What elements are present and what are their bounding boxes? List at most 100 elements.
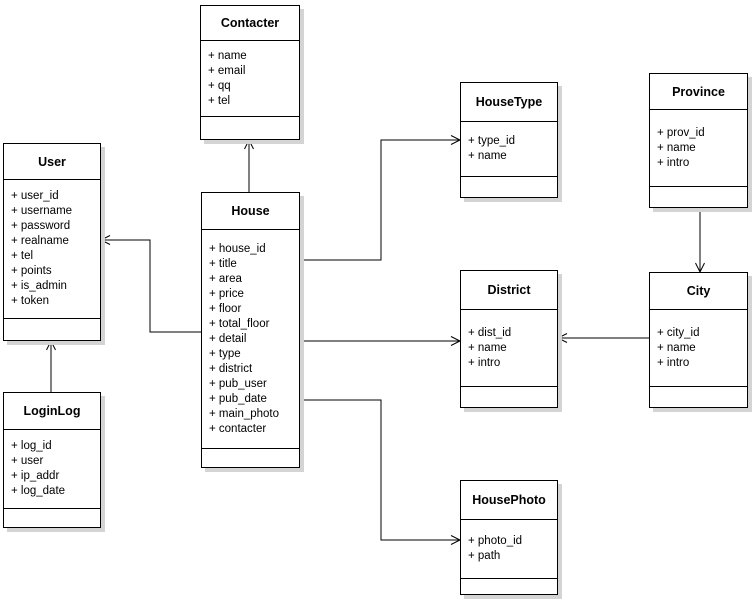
attribute: + email <box>208 64 246 77</box>
attribute: + type_id <box>468 135 515 147</box>
attribute: + tel <box>208 94 231 107</box>
entity-empty-compartment <box>650 386 747 407</box>
attribute: + title <box>209 257 237 270</box>
entity-empty-compartment <box>461 386 557 407</box>
entity-attribute-list: + type_id + name <box>461 122 557 176</box>
entity-empty-compartment <box>202 448 299 467</box>
entity-title: Contacter <box>201 6 299 41</box>
house-to-housephoto-edge <box>300 399 462 545</box>
entity-province[interactable]: Province + prov_id+ name+ intro <box>649 73 748 208</box>
entity-city[interactable]: City + city_id + name + intro <box>649 272 748 408</box>
entity-body: Province + prov_id+ name+ intro <box>649 73 748 208</box>
entity-empty-compartment <box>4 318 100 340</box>
entity-empty-compartment <box>4 508 100 527</box>
entity-attribute-list: + city_id + name + intro <box>650 310 747 386</box>
open-arrowhead-icon <box>450 336 462 346</box>
attribute: + token <box>11 295 50 307</box>
entity-contacter[interactable]: Contacter + name + email + qq + tel <box>200 5 300 140</box>
open-arrowhead-icon <box>695 262 705 274</box>
attribute: + main_photo <box>209 407 280 420</box>
open-arrowhead-icon <box>244 138 254 150</box>
attribute: + user <box>11 455 44 467</box>
entity-title: LoginLog <box>4 393 100 430</box>
entity-body: House + house_id+ title+ area+ price+ fl… <box>201 192 300 468</box>
entity-attribute-list: + name + email + qq + tel <box>201 41 299 116</box>
entity-body: LoginLog + log_id + user + ip_addr + log_da… <box>3 392 101 528</box>
entity-title: User <box>4 144 100 180</box>
house-to-user-edge <box>99 235 201 333</box>
entity-attribute-list: + log_id + user + ip_addr + log_date <box>4 430 100 508</box>
entity-house[interactable]: House + house_id+ title+ area+ price+ fl… <box>201 192 300 468</box>
attribute: + pub_user <box>209 377 267 390</box>
attribute: + dist_id <box>468 326 512 339</box>
entity-body: Contacter + name + email + qq + tel <box>200 5 300 140</box>
attribute: + total_floor <box>209 317 270 330</box>
attribute: + intro <box>657 356 690 369</box>
attribute: + realname <box>11 235 69 247</box>
attribute: + city_id <box>657 326 700 339</box>
open-arrowhead-icon <box>556 333 568 343</box>
entity-attribute-list: + house_id+ title+ area+ price+ floor+ t… <box>202 230 299 448</box>
city-to-district-edge <box>556 333 649 343</box>
entity-empty-compartment <box>461 578 557 594</box>
attribute: + password <box>11 220 71 232</box>
attribute: + area <box>209 272 242 285</box>
attribute: + log_id <box>11 440 52 452</box>
entity-body: City + city_id + name + intro <box>649 272 748 408</box>
attribute: + name <box>208 49 247 62</box>
entity-empty-compartment <box>201 116 299 139</box>
attribute: + user_id <box>11 190 59 202</box>
open-arrowhead-icon <box>46 339 56 351</box>
attribute: + path <box>468 550 501 562</box>
entity-title: HousePhoto <box>461 481 557 520</box>
entity-body: District + dist_id + name + intro <box>460 270 558 408</box>
loginlog-to-user-edge <box>46 339 56 392</box>
attribute: + type <box>209 347 241 360</box>
attribute: + name <box>468 341 507 354</box>
house-to-district-edge <box>300 336 462 346</box>
attribute: + photo_id <box>468 535 523 547</box>
entity-title: City <box>650 273 747 310</box>
entity-district[interactable]: District + dist_id + name + intro <box>460 270 558 408</box>
entity-loginlog[interactable]: LoginLog + log_id + user + ip_addr + log_da… <box>3 392 101 528</box>
entity-user[interactable]: User + user_id + username + password + real… <box>3 143 101 341</box>
attribute: + pub_date <box>209 392 267 405</box>
entity-attribute-list: + dist_id + name + intro <box>461 310 557 386</box>
entity-title: HouseType <box>461 83 557 122</box>
attribute: + floor <box>209 302 242 315</box>
attribute: + username <box>11 205 73 217</box>
entity-title: Province <box>650 74 747 110</box>
house-to-contacter-edge <box>244 138 254 192</box>
attribute: + log_date <box>11 485 66 497</box>
entity-body: User + user_id + username + password + real… <box>3 143 101 341</box>
entity-empty-compartment <box>461 176 557 197</box>
attribute: + ip_addr <box>11 470 60 482</box>
attribute: + intro <box>468 356 501 369</box>
entity-empty-compartment <box>650 186 747 207</box>
open-arrowhead-icon <box>450 135 462 145</box>
entity-housephoto[interactable]: HousePhoto + photo_id + path <box>460 480 558 595</box>
attribute: + district <box>209 362 253 375</box>
attribute: + intro <box>657 156 690 169</box>
attribute: + name <box>468 150 507 162</box>
attribute: + house_id <box>209 242 266 255</box>
entity-title: House <box>202 193 299 230</box>
attribute: + prov_id <box>657 126 705 139</box>
attribute: + points <box>11 265 52 277</box>
entity-body: HouseType + type_id + name <box>460 82 558 198</box>
open-arrowhead-icon <box>99 235 111 245</box>
entity-attribute-list: + photo_id + path <box>461 520 557 578</box>
province-to-city-edge <box>695 208 705 274</box>
entity-attribute-list: + user_id + username + password + realname +… <box>4 180 100 318</box>
open-arrowhead-icon <box>450 535 462 545</box>
entity-housetype[interactable]: HouseType + type_id + name <box>460 82 558 198</box>
entity-title: District <box>461 271 557 310</box>
attribute: + tel <box>11 250 34 262</box>
attribute: + name <box>657 341 696 354</box>
entity-body: HousePhoto + photo_id + path <box>460 480 558 595</box>
attribute: + qq <box>208 79 231 92</box>
entity-attribute-list: + prov_id+ name+ intro <box>650 110 747 186</box>
attribute: + detail <box>209 332 247 345</box>
attribute: + contacter <box>209 422 267 435</box>
